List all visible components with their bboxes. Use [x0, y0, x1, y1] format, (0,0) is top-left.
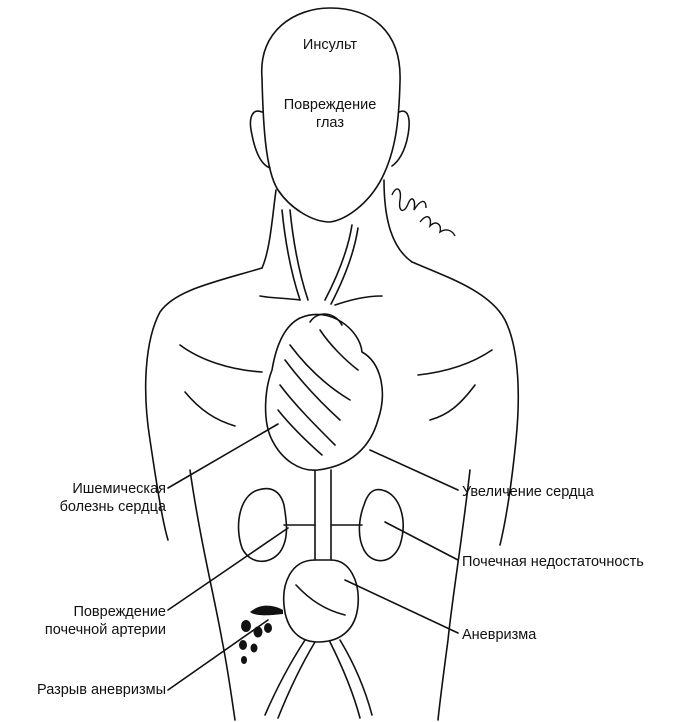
subclavian-left [259, 295, 301, 301]
label-eye-damage: Повреждение глаз [268, 96, 392, 132]
artist-signature [391, 188, 456, 237]
iliac-right [329, 641, 361, 719]
chest-line-left [184, 391, 236, 427]
leader-heart-enlarge [369, 449, 459, 491]
heart-shading-2 [289, 344, 351, 401]
torso-lower-right [437, 469, 471, 721]
torso-lower-left [189, 469, 236, 721]
heart-aortic-arch [309, 313, 343, 326]
neck-right [383, 179, 413, 263]
iliac-left-2 [277, 641, 316, 719]
head-outline [261, 7, 401, 223]
leader-renal-artery [167, 527, 289, 611]
carotid-left [281, 209, 301, 301]
aneurysm-shading [295, 584, 346, 616]
label-kidney-failure: Почечная недостаточность [462, 554, 644, 570]
heart-shape [264, 313, 384, 471]
leader-rupture [167, 619, 269, 691]
label-renal-artery-line1: Повреждение [73, 604, 166, 620]
iliac-left [264, 639, 306, 716]
label-renal-artery-damage: Повреждение почечной артерии [20, 603, 166, 639]
label-ischemic-line2: болезнь сердца [59, 499, 166, 515]
label-aneurysm: Аневризма [462, 627, 537, 643]
label-heart-enlargement: Увеличение сердца [462, 484, 594, 500]
ear-right [391, 110, 410, 167]
label-aneurysm-rupture: Разрыв аневризмы [37, 682, 166, 698]
label-ischemic-heart-disease: Ишемическая болезнь сердца [30, 480, 166, 516]
heart-shading-3 [279, 384, 336, 446]
collarbone-left [179, 344, 263, 373]
subclavian-right [334, 295, 383, 306]
aneurysm-bulge [282, 559, 360, 643]
label-renal-artery-line2: почечной артерии [44, 622, 166, 638]
torso-left [144, 267, 263, 541]
carotid-right [324, 224, 353, 301]
kidney-left [237, 487, 288, 563]
ear-left [249, 110, 271, 169]
heart-shading-4 [277, 409, 323, 456]
rupture-drops [239, 605, 283, 664]
iliac-right-2 [339, 639, 373, 716]
heart-shading-5 [319, 329, 359, 371]
carotid-right-2 [330, 227, 359, 305]
label-ischemic-line1: Ишемическая [72, 481, 166, 497]
leader-ischemic [167, 423, 279, 489]
label-eye-damage-line1: Повреждение [283, 97, 377, 113]
label-eye-damage-line2: глаз [316, 115, 344, 131]
chest-line-right [429, 384, 476, 421]
label-stroke: Инсульт [302, 37, 358, 53]
torso-right [411, 261, 520, 546]
leader-aneurysm [344, 579, 459, 634]
carotid-left-2 [289, 209, 309, 301]
neck-left [261, 189, 277, 269]
heart-shading-1 [284, 359, 341, 421]
leader-kidney-failure [384, 521, 459, 561]
collarbone-right [417, 349, 493, 376]
kidney-right [358, 488, 404, 562]
